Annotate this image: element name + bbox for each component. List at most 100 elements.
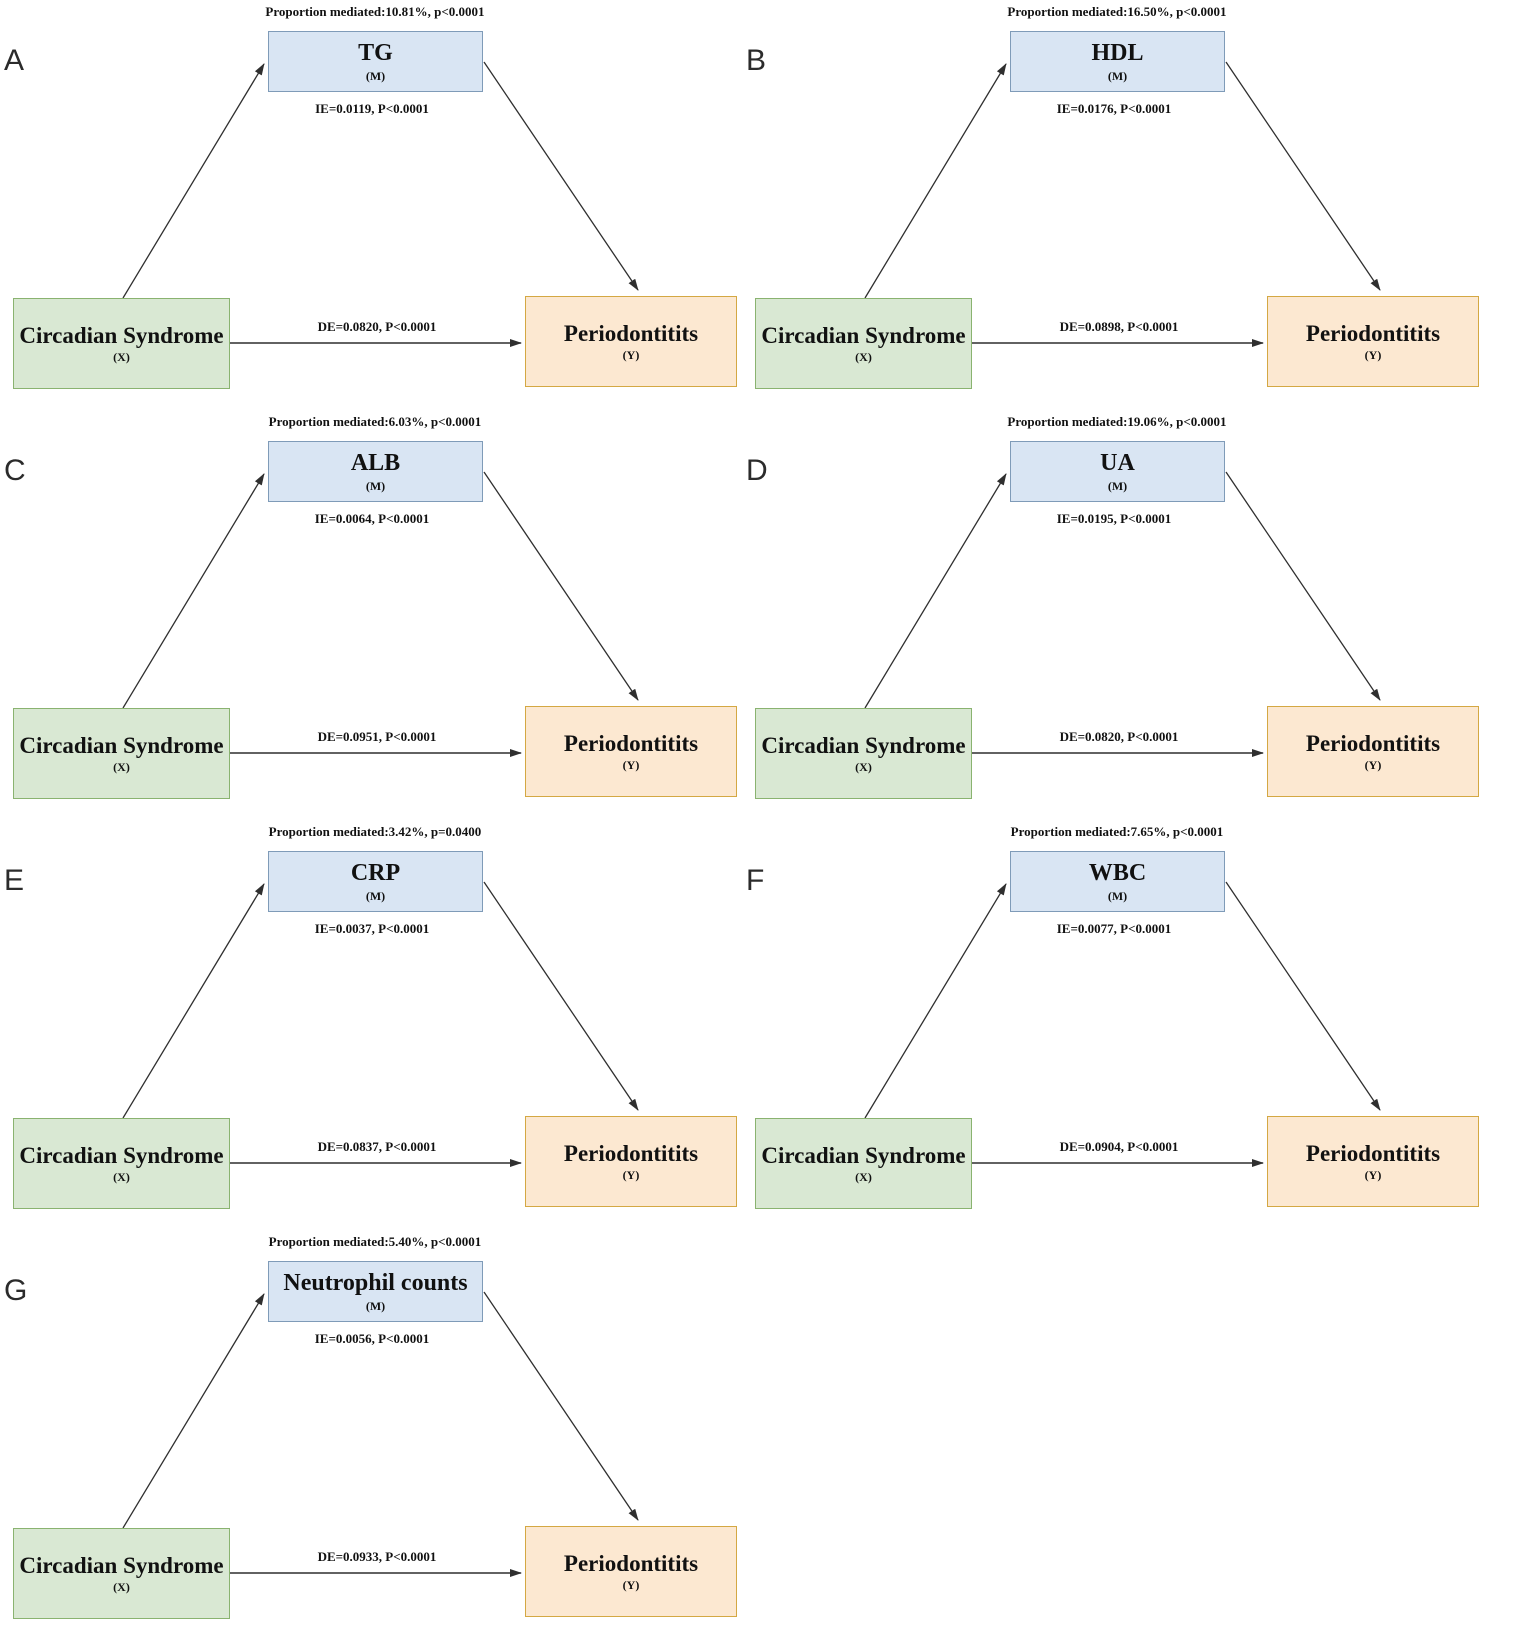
arrow-exposure-to-mediator <box>122 883 265 1119</box>
mediator-box: Neutrophil counts (M) <box>268 1261 483 1322</box>
mediator-box: WBC (M) <box>1010 851 1225 912</box>
arrow-mediator-to-outcome <box>483 881 639 1111</box>
indirect-effect-text: IE=0.0077, P<0.0001 <box>1056 921 1172 936</box>
exposure-box: Circadian Syndrome (X) <box>755 298 972 389</box>
exposure-label: Circadian Syndrome <box>761 322 966 348</box>
direct-effect-text: DE=0.0820, P<0.0001 <box>317 319 437 334</box>
exposure-label: Circadian Syndrome <box>19 1552 224 1578</box>
mediator-box: UA (M) <box>1010 441 1225 502</box>
panel-letter: F <box>746 864 765 897</box>
outcome-role-label: (Y) <box>622 348 640 363</box>
outcome-role-label: (Y) <box>1364 758 1382 773</box>
proportion-mediated-text: Proportion mediated:19.06%, p<0.0001 <box>1007 414 1227 429</box>
mediation-panel: G Proportion mediated:5.40%, p<0.0001 Ne… <box>0 1230 742 1628</box>
arrow-exposure-to-mediator <box>864 883 1007 1119</box>
panel-letter: C <box>4 454 26 487</box>
indirect-effect-text: IE=0.0195, P<0.0001 <box>1056 511 1172 526</box>
arrow-mediator-to-outcome <box>1225 881 1381 1111</box>
arrow-mediator-to-outcome <box>1225 61 1381 291</box>
mediation-panel: E Proportion mediated:3.42%, p=0.0400 CR… <box>0 820 742 1230</box>
mediator-role-label: (M) <box>1107 68 1128 83</box>
arrow-mediator-to-outcome <box>483 471 639 701</box>
exposure-box: Circadian Syndrome (X) <box>13 298 230 389</box>
outcome-box: Periodontitits (Y) <box>1267 1116 1479 1207</box>
direct-effect-text: DE=0.0820, P<0.0001 <box>1059 729 1179 744</box>
exposure-role-label: (X) <box>113 760 130 775</box>
exposure-role-label: (X) <box>855 760 872 775</box>
outcome-label: Periodontitits <box>1305 320 1441 346</box>
outcome-label: Periodontitits <box>563 320 699 346</box>
arrow-mediator-to-outcome <box>1225 471 1381 701</box>
mediator-role-label: (M) <box>365 888 386 903</box>
exposure-label: Circadian Syndrome <box>761 1142 966 1168</box>
proportion-mediated-text: Proportion mediated:3.42%, p=0.0400 <box>268 824 482 839</box>
direct-effect-text: DE=0.0951, P<0.0001 <box>317 729 437 744</box>
proportion-mediated-text: Proportion mediated:7.65%, p<0.0001 <box>1010 824 1224 839</box>
direct-effect-text: DE=0.0904, P<0.0001 <box>1059 1139 1179 1154</box>
outcome-box: Periodontitits (Y) <box>525 296 737 387</box>
panel-letter: A <box>4 44 25 77</box>
outcome-role-label: (Y) <box>1364 348 1382 363</box>
indirect-effect-text: IE=0.0176, P<0.0001 <box>1056 101 1172 116</box>
arrow-mediator-to-outcome <box>483 61 639 291</box>
mediator-box: TG (M) <box>268 31 483 92</box>
exposure-label: Circadian Syndrome <box>19 732 224 758</box>
mediation-panel: F Proportion mediated:7.65%, p<0.0001 WB… <box>742 820 1535 1230</box>
arrow-exposure-to-mediator <box>122 1293 265 1529</box>
panel-letter: G <box>4 1274 28 1307</box>
outcome-box: Periodontitits (Y) <box>525 1526 737 1617</box>
mediator-role-label: (M) <box>1107 888 1128 903</box>
exposure-label: Circadian Syndrome <box>19 322 224 348</box>
exposure-box: Circadian Syndrome (X) <box>755 1118 972 1209</box>
proportion-mediated-text: Proportion mediated:16.50%, p<0.0001 <box>1007 4 1227 19</box>
exposure-role-label: (X) <box>855 1170 872 1185</box>
panel-letter: D <box>746 454 768 487</box>
mediator-label: TG <box>358 40 393 67</box>
indirect-effect-text: IE=0.0037, P<0.0001 <box>314 921 430 936</box>
arrow-exposure-to-mediator <box>864 63 1007 299</box>
mediation-panel: A Proportion mediated:10.81%, p<0.0001 T… <box>0 0 742 410</box>
proportion-mediated-text: Proportion mediated:6.03%, p<0.0001 <box>268 414 482 429</box>
outcome-role-label: (Y) <box>1364 1168 1382 1183</box>
panel-letter: E <box>4 864 25 897</box>
mediator-label: UA <box>1100 450 1135 477</box>
mediator-label: ALB <box>350 450 401 477</box>
arrow-mediator-to-outcome <box>483 1291 639 1521</box>
mediator-role-label: (M) <box>365 68 386 83</box>
panel-letter: B <box>746 44 767 77</box>
mediator-role-label: (M) <box>1107 478 1128 493</box>
mediator-label: CRP <box>350 860 401 887</box>
mediation-panel: D Proportion mediated:19.06%, p<0.0001 U… <box>742 410 1535 820</box>
outcome-label: Periodontitits <box>1305 1140 1441 1166</box>
arrow-exposure-to-mediator <box>122 473 265 709</box>
arrow-exposure-to-mediator <box>122 63 265 299</box>
outcome-box: Periodontitits (Y) <box>525 1116 737 1207</box>
outcome-label: Periodontitits <box>1305 730 1441 756</box>
exposure-box: Circadian Syndrome (X) <box>13 708 230 799</box>
indirect-effect-text: IE=0.0119, P<0.0001 <box>315 101 429 116</box>
outcome-label: Periodontitits <box>563 730 699 756</box>
exposure-box: Circadian Syndrome (X) <box>13 1118 230 1209</box>
outcome-label: Periodontitits <box>563 1140 699 1166</box>
outcome-role-label: (Y) <box>622 1578 640 1593</box>
exposure-role-label: (X) <box>113 1170 130 1185</box>
indirect-effect-text: IE=0.0056, P<0.0001 <box>314 1331 430 1346</box>
exposure-role-label: (X) <box>113 1580 130 1595</box>
outcome-box: Periodontitits (Y) <box>1267 296 1479 387</box>
exposure-label: Circadian Syndrome <box>19 1142 224 1168</box>
mediator-label: HDL <box>1091 40 1144 67</box>
mediation-panel: B Proportion mediated:16.50%, p<0.0001 H… <box>742 0 1535 410</box>
outcome-label: Periodontitits <box>563 1550 699 1576</box>
direct-effect-text: DE=0.0933, P<0.0001 <box>317 1549 437 1564</box>
mediator-box: ALB (M) <box>268 441 483 502</box>
exposure-box: Circadian Syndrome (X) <box>13 1528 230 1619</box>
indirect-effect-text: IE=0.0064, P<0.0001 <box>314 511 430 526</box>
mediator-label: Neutrophil counts <box>283 1270 468 1297</box>
outcome-role-label: (Y) <box>622 758 640 773</box>
direct-effect-text: DE=0.0898, P<0.0001 <box>1059 319 1179 334</box>
exposure-role-label: (X) <box>855 350 872 365</box>
mediator-box: CRP (M) <box>268 851 483 912</box>
exposure-box: Circadian Syndrome (X) <box>755 708 972 799</box>
exposure-label: Circadian Syndrome <box>761 732 966 758</box>
